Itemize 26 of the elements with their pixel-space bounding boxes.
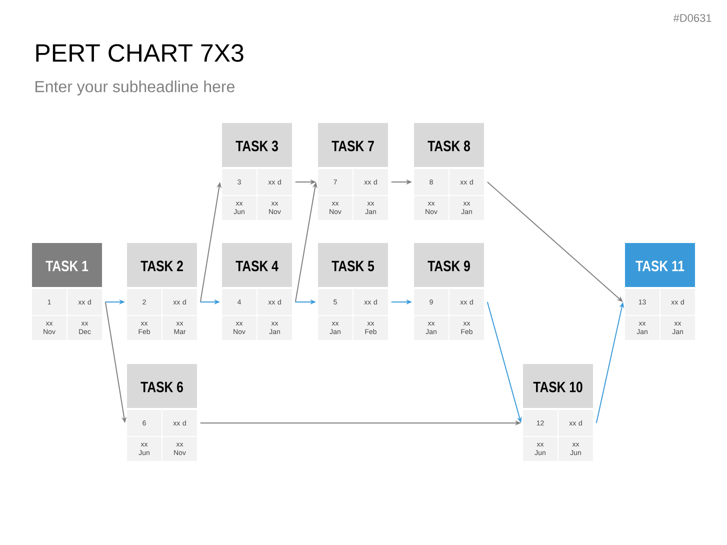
task-node: [414, 243, 484, 340]
task-node: [127, 364, 197, 461]
task-header: TASK 4: [222, 243, 292, 287]
task-node: [318, 243, 388, 340]
task-node: [127, 243, 197, 340]
task-node: [222, 123, 292, 220]
task-header: TASK 5: [318, 243, 388, 287]
task-header: TASK 3: [222, 123, 292, 167]
task-header: TASK 10: [523, 364, 593, 408]
task-node: [32, 243, 102, 340]
task-node: [414, 123, 484, 220]
task-node: [523, 364, 593, 461]
task-header: TASK 9: [414, 243, 484, 287]
code-label: #D0631: [673, 14, 712, 22]
title: PERT CHART 7X3: [36, 44, 244, 62]
task-header: TASK 11: [625, 243, 695, 287]
task-header: TASK 7: [318, 123, 388, 167]
task-node: [625, 243, 695, 340]
task-node: [318, 123, 388, 220]
task-header: TASK 1: [32, 243, 102, 287]
task-header: TASK 8: [414, 123, 484, 167]
task-header: TASK 6: [127, 364, 197, 408]
task-node: [222, 243, 292, 340]
arrow: [486, 182, 623, 302]
task-header: TASK 2: [127, 243, 197, 287]
subtitle: Enter your subheadline here: [36, 80, 234, 96]
